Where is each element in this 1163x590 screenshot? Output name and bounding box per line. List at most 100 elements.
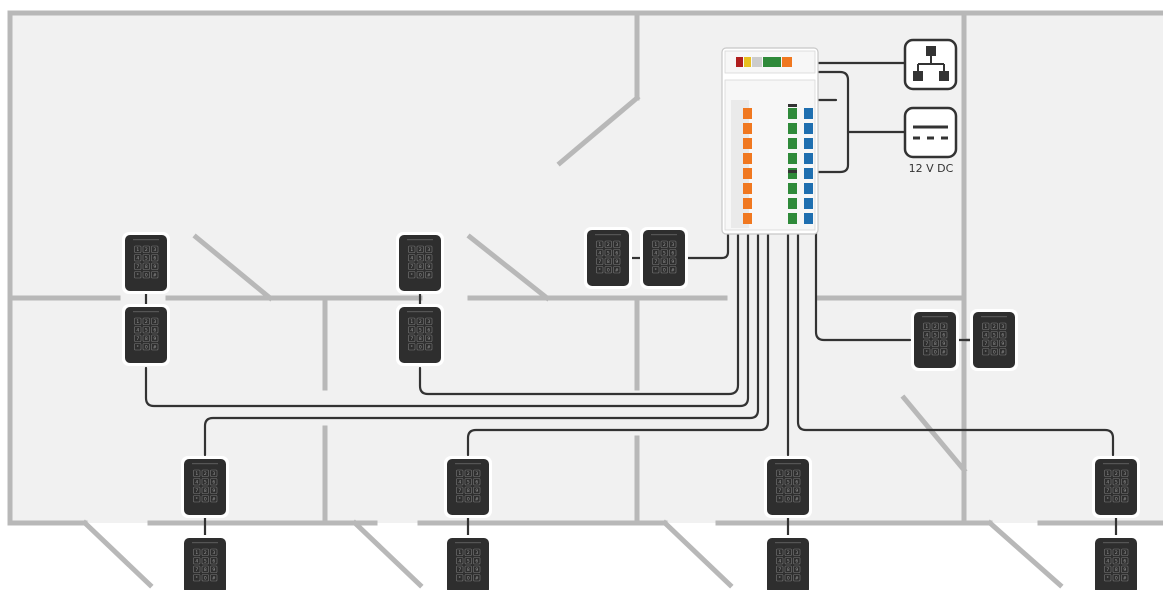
- keypad-key: 9: [475, 488, 478, 494]
- keypad-key: 4: [410, 328, 413, 334]
- keypad-key: 5: [607, 251, 610, 257]
- keypad-key: 9: [212, 567, 215, 573]
- keypad-key: 1: [458, 471, 461, 477]
- keypad-key: 8: [204, 488, 207, 494]
- keypad-key: 2: [787, 471, 790, 477]
- keypad-key: 6: [942, 333, 945, 339]
- keypad-key: 6: [427, 328, 430, 334]
- keypad-key: 2: [663, 242, 666, 248]
- keypad-key: 0: [467, 497, 470, 503]
- keypad-key: 2: [993, 324, 996, 330]
- keypad-key: 3: [1123, 471, 1126, 477]
- keypad-key: *: [196, 576, 199, 582]
- keypad-key: 0: [419, 273, 422, 279]
- keypad-key: 9: [427, 336, 430, 342]
- keypad-key: 3: [212, 550, 215, 556]
- keypad-key: 2: [787, 550, 790, 556]
- network-icon[interactable]: [903, 38, 958, 91]
- keypad-key: *: [137, 345, 140, 351]
- keypad-key: 0: [204, 497, 207, 503]
- keypad-key: 1: [654, 242, 657, 248]
- terminal-block: [804, 183, 813, 194]
- keypad-key: 3: [427, 319, 430, 325]
- keypad-key: 8: [787, 488, 790, 494]
- keypad-key: 1: [136, 247, 139, 253]
- keypad-key: 6: [1001, 333, 1004, 339]
- wire-reader: [684, 231, 730, 260]
- keypad-key: 0: [993, 350, 996, 356]
- keypad-key: 8: [934, 341, 937, 347]
- keypad-key: #: [427, 345, 431, 351]
- keypad-key: 3: [671, 242, 674, 248]
- keypad-key: 5: [419, 256, 422, 262]
- keypad-key: #: [212, 576, 216, 582]
- walls: [7, 10, 1163, 589]
- keypad-key: 8: [607, 259, 610, 265]
- keypad-key: *: [459, 576, 462, 582]
- keypad-key: *: [1107, 497, 1110, 503]
- keypad-key: 8: [467, 488, 470, 494]
- door-controller[interactable]: [721, 47, 819, 235]
- keypad-key: 0: [419, 345, 422, 351]
- wire-reader: [144, 231, 750, 408]
- terminal-block: [788, 108, 797, 119]
- keypad-key: #: [615, 268, 619, 274]
- terminal-block: [788, 168, 797, 179]
- door-swing: [986, 519, 1064, 589]
- keypad-key: 9: [153, 264, 156, 270]
- keypad-key: 5: [467, 559, 470, 565]
- keypad-key: 8: [145, 264, 148, 270]
- terminal-block: [743, 123, 752, 134]
- keypad-key: *: [779, 497, 782, 503]
- keypad-key: 7: [778, 488, 781, 494]
- keypad-key: 5: [204, 480, 207, 486]
- terminal-block: [804, 198, 813, 209]
- keypad-key: 9: [1001, 341, 1004, 347]
- keypad-key: 7: [458, 567, 461, 573]
- door-swing: [556, 94, 641, 167]
- keypad-key: 4: [984, 333, 987, 339]
- dc-power-icon[interactable]: [903, 106, 958, 159]
- keypad-key: 9: [212, 488, 215, 494]
- keypad-key: 6: [795, 559, 798, 565]
- keypad-key: 7: [136, 264, 139, 270]
- keypad-key: 2: [467, 550, 470, 556]
- keypad-key: 1: [925, 324, 928, 330]
- keypad-key: 7: [410, 264, 413, 270]
- keypad-key: 2: [145, 247, 148, 253]
- keypad-key: 4: [1106, 480, 1109, 486]
- keypad-key: 3: [615, 242, 618, 248]
- keypad-key: 9: [1123, 567, 1126, 573]
- keypad-key: 7: [778, 567, 781, 573]
- keypad-key: 9: [475, 567, 478, 573]
- keypad-key: 0: [467, 576, 470, 582]
- keypad-key: 7: [598, 259, 601, 265]
- keypad-key: 3: [427, 247, 430, 253]
- keypad-key: 4: [654, 251, 657, 257]
- keypad-key: 9: [427, 264, 430, 270]
- keypad-key: 1: [410, 247, 413, 253]
- keypad-key: 7: [1106, 488, 1109, 494]
- keypad-key: #: [153, 273, 157, 279]
- keypad-key: 7: [925, 341, 928, 347]
- keypad-key: 1: [984, 324, 987, 330]
- keypad-key: 8: [145, 336, 148, 342]
- keypad-key: 4: [1106, 559, 1109, 565]
- keypad-key: 4: [458, 559, 461, 565]
